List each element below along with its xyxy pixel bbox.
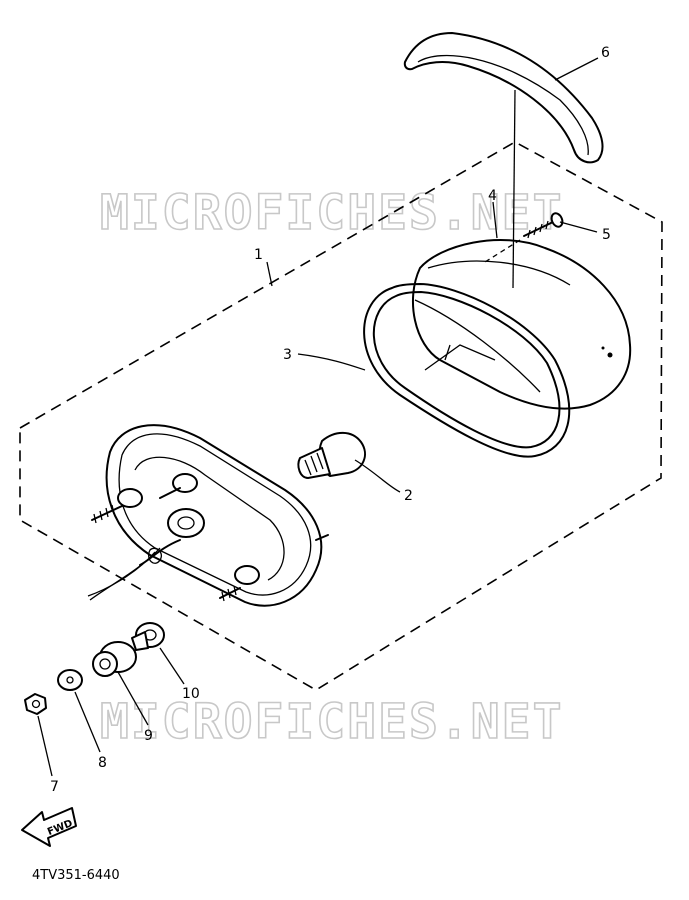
leader-6	[554, 57, 599, 81]
part-9-damper	[92, 641, 137, 677]
screw-alignment-line	[484, 239, 521, 263]
leader-7	[37, 715, 53, 777]
diagram-code: 4TV351-6440	[32, 868, 120, 883]
watermark-top: MICROFICHES.NET	[100, 185, 563, 241]
callout-5: 5	[602, 227, 611, 243]
callout-4: 4	[488, 188, 497, 204]
part-3-gasket	[363, 283, 571, 458]
assembly-boundary	[19, 141, 663, 691]
leader-2	[354, 459, 401, 493]
leader-9	[117, 671, 149, 726]
callout-10: 10	[182, 686, 200, 702]
part-2-bulb	[297, 431, 366, 479]
leader-4	[492, 201, 498, 239]
watermark-bottom: MICROFICHES.NET	[100, 694, 563, 750]
leader-5	[559, 221, 598, 233]
leader-3	[297, 353, 366, 371]
callout-9: 9	[144, 728, 153, 744]
callout-6: 6	[601, 45, 610, 61]
callout-7: 7	[50, 779, 59, 795]
part-7-nut	[24, 693, 47, 715]
part-8-washer	[57, 669, 83, 691]
leader-8	[74, 691, 101, 753]
part-5-screw	[523, 212, 564, 239]
callout-8: 8	[98, 755, 107, 771]
leader-10	[159, 647, 185, 685]
part-6-cover-strip	[403, 32, 604, 164]
leader-1	[266, 261, 273, 287]
alignment-line	[512, 89, 516, 289]
fwd-arrow-icon: FWD	[21, 807, 77, 847]
callout-2: 2	[404, 488, 413, 504]
callout-1: 1	[254, 247, 263, 263]
callout-3: 3	[283, 347, 292, 363]
part-1-base-housing	[87, 424, 329, 607]
part-10-grommet	[131, 622, 165, 651]
